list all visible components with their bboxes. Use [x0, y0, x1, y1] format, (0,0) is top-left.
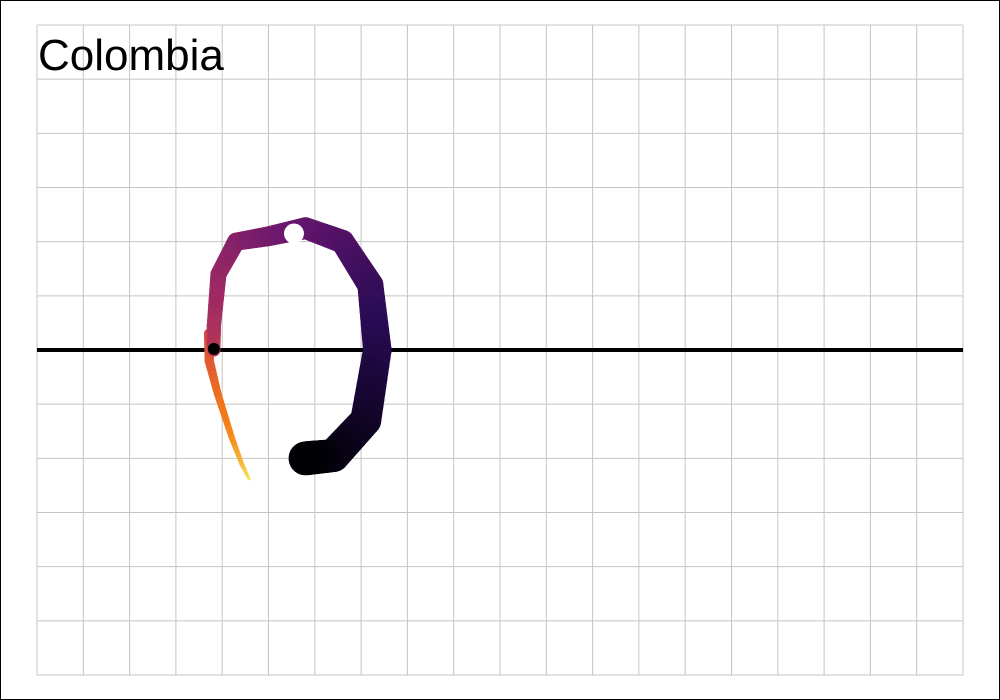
trajectory-markers	[207, 223, 304, 355]
marker-start	[207, 342, 220, 355]
marker-end	[283, 223, 304, 244]
trajectory-line	[203, 217, 392, 481]
chart-title: Colombia	[38, 31, 224, 80]
